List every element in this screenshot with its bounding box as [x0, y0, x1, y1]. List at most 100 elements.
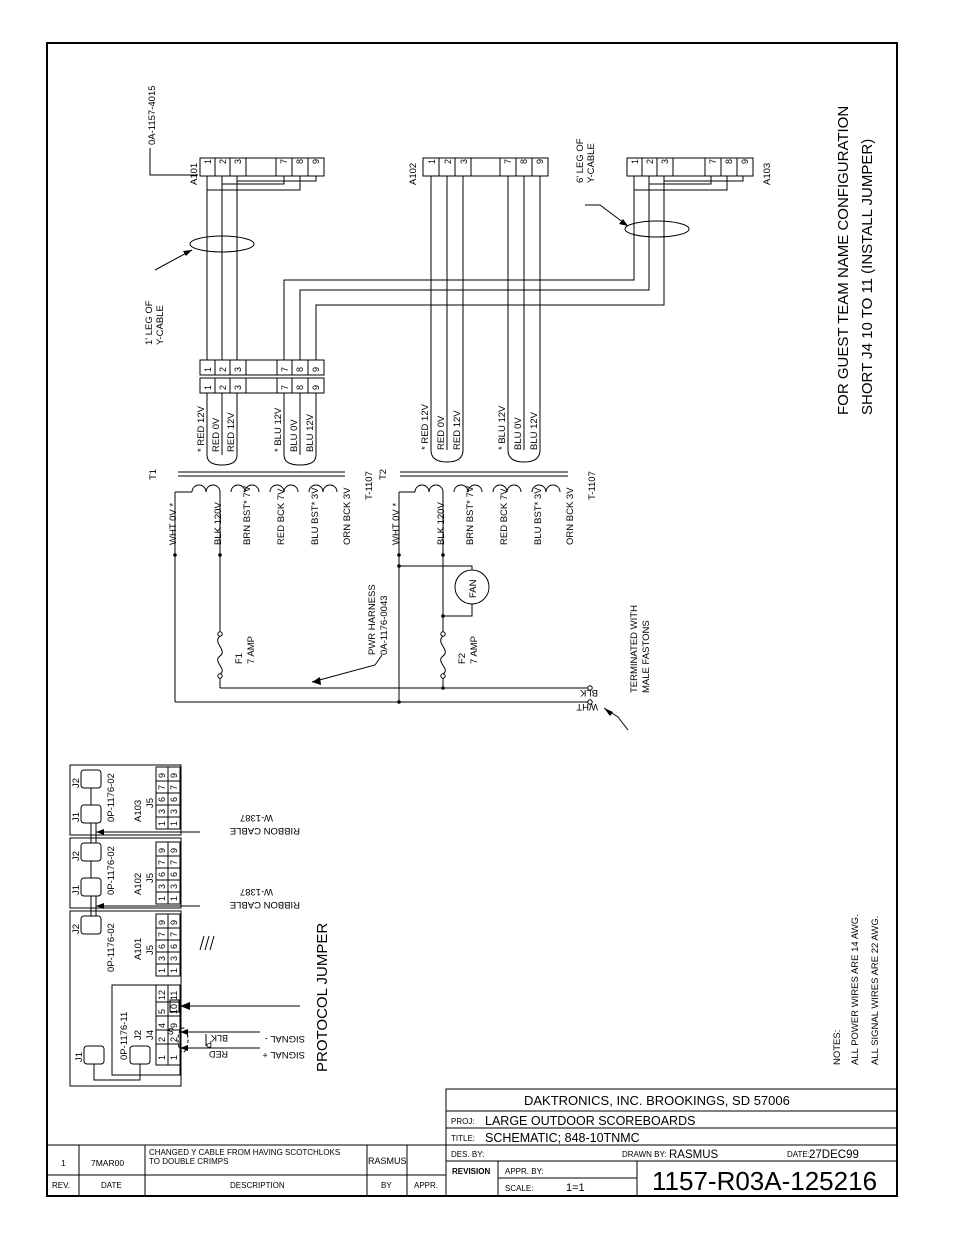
j4-b4: 10	[169, 1004, 179, 1014]
b2-j5: J5	[145, 873, 156, 883]
tb-date-value: 27DEC99	[809, 1149, 859, 1161]
b3-j5-b4: 7	[169, 785, 179, 790]
a101-pin7: 7	[279, 159, 289, 164]
t2-sec-2: RED 0V	[436, 415, 447, 450]
tb-proj-label: PROJ:	[451, 1117, 475, 1126]
rev-row1-by: RASMUS	[368, 1156, 407, 1166]
config-note-line1: FOR GUEST TEAM NAME CONFIGURATION	[835, 106, 852, 415]
connector-a101: 1 2 3 7 8 9 A101 0A-1157-4015	[147, 85, 325, 191]
a102-pin3: 3	[459, 159, 469, 164]
short-leg-ycable: Y-CABLE	[155, 305, 166, 345]
b3-j2: J2	[71, 778, 82, 788]
ribbon1-label: RIBBON CABLE	[230, 825, 300, 836]
b1-j5-t4: 7	[157, 932, 167, 937]
rev-header-desc: DESCRIPTION	[230, 1181, 285, 1190]
j4-b5: 11	[169, 991, 179, 1000]
tb-company: DAKTRONICS, INC. BROOKINGS, SD 57006	[524, 1093, 790, 1108]
b1-j5-b2: 3	[169, 956, 179, 961]
tb-des-label: DES. BY:	[451, 1150, 484, 1159]
t2-sec-3: RED 12V	[452, 410, 463, 450]
t1-pri-2: BLK 120V	[213, 502, 224, 545]
b1-j2: J2	[71, 924, 82, 934]
t2-sec-6: BLU 12V	[529, 411, 540, 450]
t2-pri-3: BRN BST* 7V	[465, 485, 476, 545]
t1-jack-pin9: 9	[311, 385, 321, 390]
tb-title-value: SCHEMATIC; 848-10TNMC	[485, 1131, 640, 1145]
signal-plus: SIGNAL +	[262, 1049, 305, 1060]
tb-drawn-value: RASMUS	[669, 1149, 719, 1161]
input-part: 0P-1176-11	[119, 1012, 130, 1060]
t1-jack-pin2: 2	[218, 385, 228, 390]
revision-table: 1 7MAR00 CHANGED Y CABLE FROM HAVING SCO…	[46, 1144, 447, 1197]
b2-j5-b3: 6	[169, 872, 179, 877]
harness-line2: 0A-1176-0043	[379, 595, 390, 655]
j4-b2: 2	[169, 1037, 179, 1042]
a102-pin7: 7	[503, 159, 513, 164]
driver-board-a102: J2 J1 0P-1176-02 A102 J5 1 3 6 7 9 1 3 6…	[69, 837, 182, 909]
rev-row1-rev: 1	[61, 1158, 66, 1168]
notes-heading: NOTES:	[832, 1030, 843, 1065]
connector-a103: 1 2 3 7 8 9 A103	[626, 157, 773, 191]
b3-j5-b5: 9	[169, 773, 179, 778]
fuse2-rating: 7 AMP	[469, 636, 480, 664]
b3-name: A103	[133, 800, 144, 822]
notes-line2: ALL SIGNAL WIRES ARE 22 AWG.	[870, 916, 881, 1065]
rev-header-by: BY	[381, 1181, 392, 1190]
b2-j5-b5: 9	[169, 848, 179, 853]
a102-pin2: 2	[443, 159, 453, 164]
b1-j5: J5	[145, 945, 156, 955]
j4-t3: 4	[157, 1023, 167, 1028]
a103-pin8: 8	[724, 159, 734, 164]
short-leg-label: 1' LEG OF	[144, 300, 155, 345]
t1-sec-1: * RED 12V	[196, 405, 207, 452]
title-block: DAKTRONICS, INC. BROOKINGS, SD 57006 PRO…	[445, 1088, 898, 1197]
tb-drawn-label: DRAWN BY:	[622, 1150, 667, 1159]
protocol-jumper-label: PROTOCOL JUMPER	[314, 923, 331, 1072]
driver-board-a101: J2 0P-1176-02 A101 J5 1 3 6 7 9 1 3 6 7 …	[69, 910, 215, 1087]
j4-t4: 5	[157, 1009, 167, 1014]
tb-scale-value: 1=1	[566, 1182, 585, 1194]
b3-j5: J5	[145, 798, 156, 808]
t2-pri-6: ORN BCK 3V	[565, 487, 576, 545]
a103-label: A103	[762, 163, 773, 185]
b2-part: 0P-1176-02	[106, 846, 117, 895]
tb-date-label: DATE:	[787, 1150, 810, 1159]
b3-j5-t5: 9	[157, 773, 167, 778]
t1-jack-pin1: 1	[203, 385, 213, 390]
t1-label: T1	[148, 469, 159, 480]
long-leg-label: 6' LEG OF	[575, 138, 586, 183]
t1-pri-1: WHT 0V *	[168, 503, 179, 545]
blk-label: BLK	[579, 687, 598, 698]
t1-plug-pin1: 1	[203, 367, 213, 372]
a103-pin7: 7	[708, 159, 718, 164]
t2-label: T2	[378, 469, 389, 480]
a103-pin1: 1	[630, 159, 640, 164]
b1-j5-b5: 9	[169, 920, 179, 925]
t2-sec-4: * BLU 12V	[497, 405, 508, 450]
tb-revision-label: REVISION	[452, 1167, 490, 1176]
ribbon1-part: W-1387	[240, 812, 273, 823]
b1-j5-t2: 3	[157, 956, 167, 961]
signal-blk: BLK	[211, 1033, 228, 1043]
signal-inputs: SIGNAL - SIGNAL + BLK RED P S	[168, 999, 305, 1060]
t1-sec-5: BLU 0V	[289, 419, 300, 452]
t2-pri-5: BLU BST* 3V	[533, 487, 544, 545]
configuration-note: FOR GUEST TEAM NAME CONFIGURATION SHORT …	[835, 106, 876, 415]
terminated-line2: MALE FASTONS	[641, 620, 652, 693]
rev-row1-desc1: CHANGED Y CABLE FROM HAVING SCOTCHLOKS	[149, 1148, 340, 1157]
t1-jack-pin8: 8	[295, 385, 305, 390]
t1-plug-pin9: 9	[311, 367, 321, 372]
ribbon2-label: RIBBON CABLE	[230, 899, 300, 910]
t2-pri-2: BLK 120V	[436, 502, 447, 545]
b3-part: 0P-1176-02	[106, 773, 117, 822]
b2-j5-b4: 7	[169, 860, 179, 865]
a101-pin1: 1	[203, 159, 213, 164]
tb-title-label: TITLE:	[451, 1134, 475, 1143]
b3-j5-t4: 7	[157, 785, 167, 790]
notes: NOTES: ALL POWER WIRES ARE 14 AWG. ALL S…	[832, 914, 881, 1065]
b3-j1: J1	[71, 812, 82, 822]
signal-red: RED	[208, 1049, 228, 1059]
a103-pin2: 2	[645, 159, 655, 164]
rev-header-appr: APPR.	[414, 1181, 438, 1190]
b1-j5-t3: 6	[157, 944, 167, 949]
